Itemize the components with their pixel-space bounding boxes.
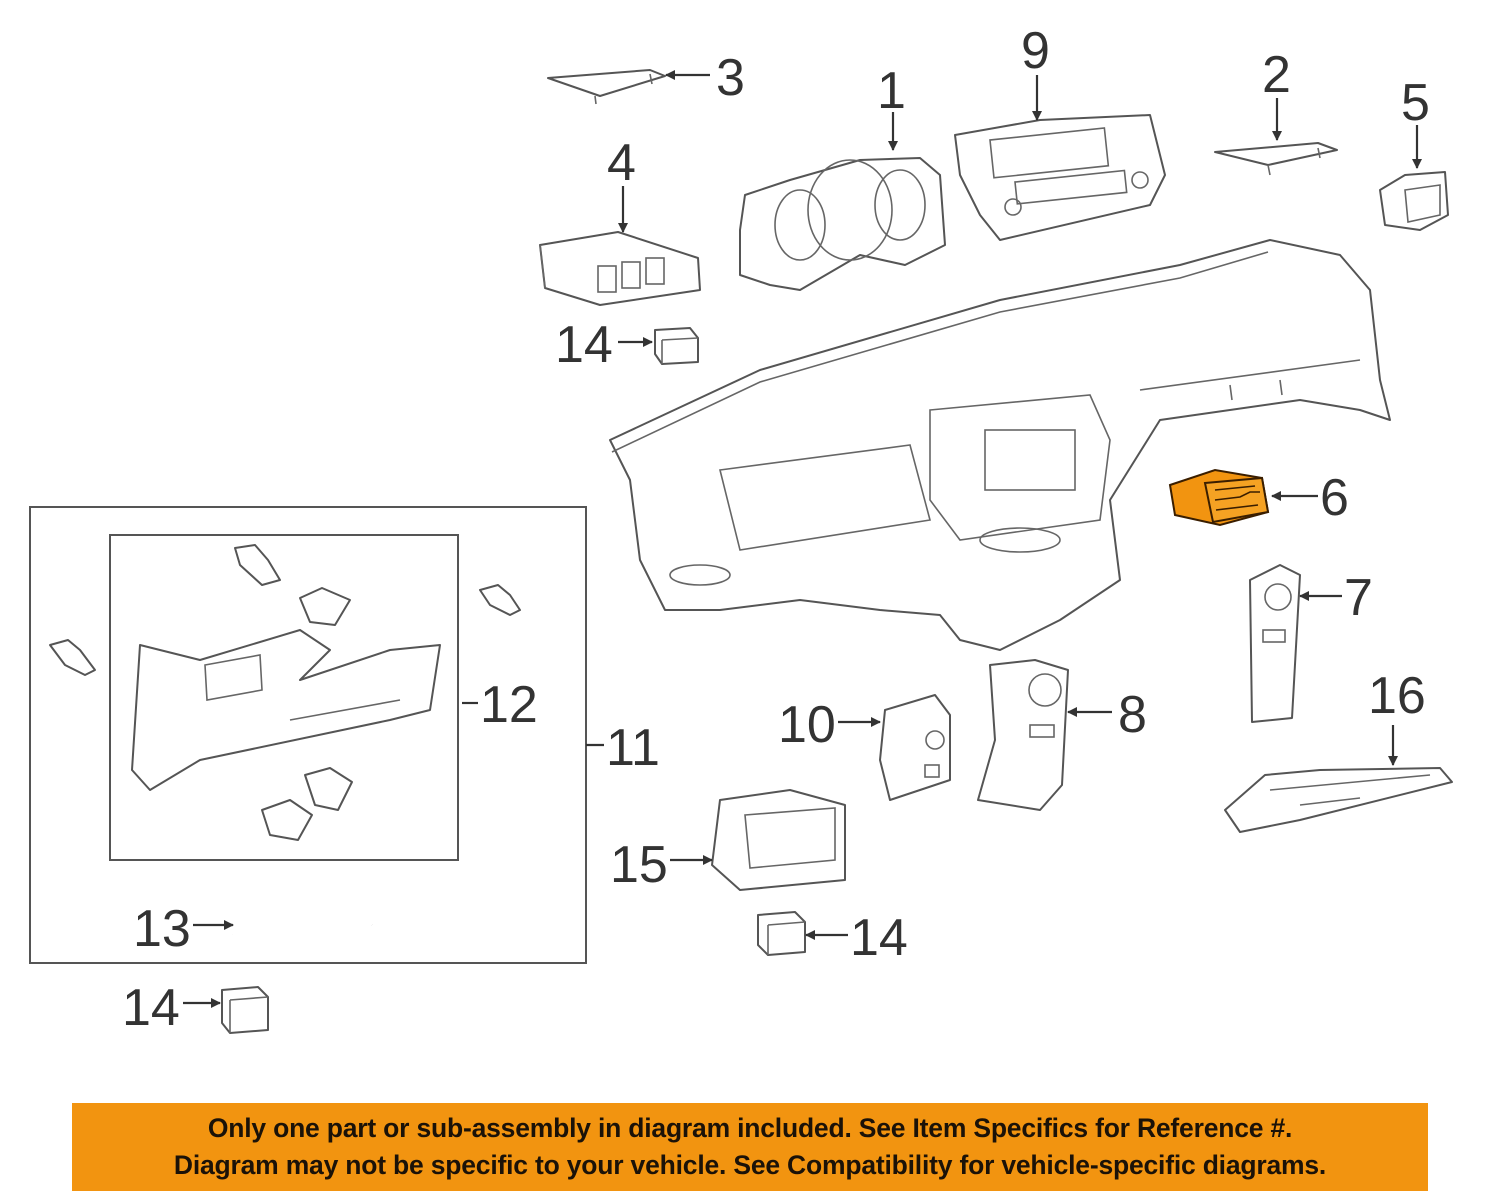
callout-4: 4 <box>607 134 636 192</box>
part-1-instrument-cluster-bezel[interactable] <box>739 157 946 291</box>
callout-14-bottom: 14 <box>122 979 180 1037</box>
callout-5: 5 <box>1401 74 1430 132</box>
part-13-rod[interactable] <box>231 883 374 936</box>
callout-7: 7 <box>1344 569 1373 627</box>
disclaimer-banner: Only one part or sub-assembly in diagram… <box>72 1103 1428 1191</box>
callout-6: 6 <box>1320 469 1349 527</box>
callout-12: 12 <box>480 676 538 734</box>
callout-9: 9 <box>1021 22 1050 80</box>
part-2-cover-panel[interactable] <box>1214 142 1338 176</box>
callout-16: 16 <box>1368 667 1426 725</box>
callout-15: 15 <box>610 836 668 894</box>
callout-11: 11 <box>606 719 660 777</box>
part-14-switch-top[interactable] <box>654 327 699 365</box>
part-5-side-vent[interactable] <box>1379 171 1449 231</box>
part-12-lower-cover[interactable] <box>49 544 521 841</box>
part-16-lower-panel[interactable] <box>1224 767 1453 833</box>
part-3-cover-panel[interactable] <box>547 69 666 105</box>
disclaimer-line-2: Diagram may not be specific to your vehi… <box>173 1150 1327 1180</box>
callout-arrows <box>183 70 1422 1008</box>
callout-10: 10 <box>778 696 836 754</box>
callout-3: 3 <box>716 49 745 107</box>
callout-14-top: 14 <box>555 316 613 374</box>
part-4-switch-bezel[interactable] <box>539 231 701 306</box>
dashboard-panel[interactable] <box>609 239 1391 651</box>
part-14-switch-bottom[interactable] <box>221 986 269 1034</box>
part-8-lower-trim[interactable] <box>977 659 1069 811</box>
part-7-side-trim[interactable] <box>1249 564 1301 723</box>
assembly-box-11 <box>29 506 587 964</box>
part-10-knee-panel[interactable] <box>879 694 951 801</box>
callout-14-mid: 14 <box>850 909 908 967</box>
callout-13: 13 <box>133 900 191 958</box>
part-14-switch-mid[interactable] <box>757 911 806 956</box>
callout-2: 2 <box>1262 46 1291 104</box>
assembly-box-12 <box>109 534 459 861</box>
disclaimer-line-1: Only one part or sub-assembly in diagram… <box>207 1113 1293 1143</box>
part-6-air-vent-highlighted[interactable] <box>1168 468 1270 527</box>
part-9-center-bezel[interactable] <box>954 114 1166 241</box>
callout-1: 1 <box>877 62 906 120</box>
callout-8: 8 <box>1118 686 1147 744</box>
part-15-bracket[interactable] <box>711 789 846 891</box>
